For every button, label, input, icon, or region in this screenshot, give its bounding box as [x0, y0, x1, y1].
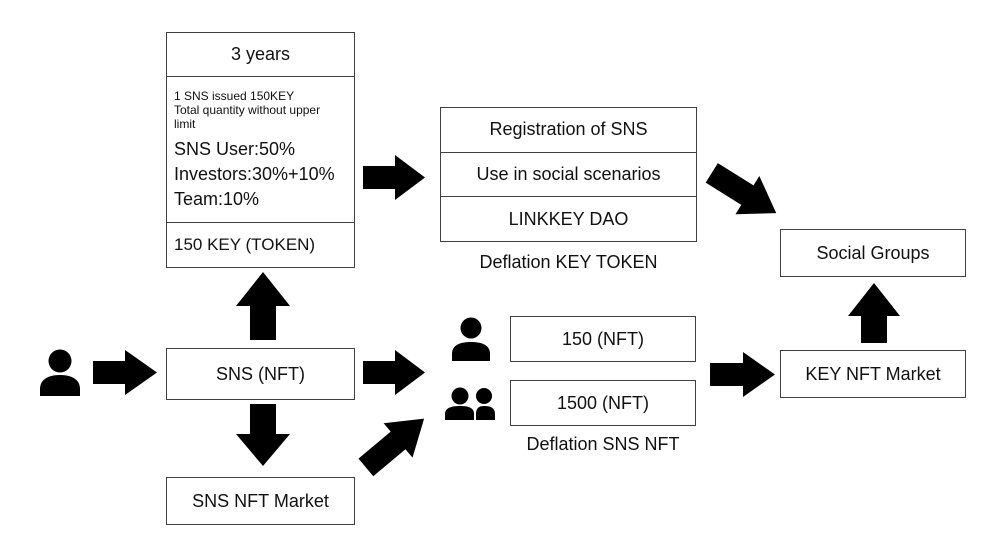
arrow-sns-nft-to-token-box: [236, 272, 290, 340]
social-groups-box: Social Groups: [780, 229, 966, 277]
key-token-caption: Deflation KEY TOKEN: [479, 252, 658, 272]
user-icon: [40, 349, 80, 396]
arrow-sns-nft-to-market: [236, 404, 290, 466]
arrow-uses-to-social-groups: [705, 163, 777, 215]
arrow-user-to-sns-nft: [93, 350, 157, 395]
nft-tier-1500-box: 1500 (NFT): [510, 380, 696, 426]
arrow-market-to-tiers: [358, 418, 425, 477]
key-nft-market-box: KEY NFT Market: [780, 350, 966, 398]
user-group-icon: [445, 387, 495, 420]
user-icon: [452, 317, 490, 361]
token-details: 1 SNS issued 150KEY Total quantity witho…: [167, 77, 354, 223]
arrow-key-nft-market-to-social-groups: [848, 283, 900, 343]
token-period-header: 3 years: [167, 33, 354, 77]
use-registration: Registration of SNS: [441, 108, 696, 153]
use-linkkey-dao: LINKKEY DAO: [508, 208, 629, 229]
arrow-token-box-to-uses: [363, 155, 425, 200]
token-amount: 150 KEY (TOKEN): [174, 235, 316, 254]
allocation-list: SNS User:50% Investors:30%+10% Team:10%: [174, 137, 348, 212]
issuance-note: 1 SNS issued 150KEY: [174, 89, 295, 103]
use-social-scenarios: Use in social scenarios: [441, 153, 696, 198]
sns-nft-box: SNS (NFT): [166, 348, 355, 400]
nft-tier-150-box: 150 (NFT): [510, 316, 696, 362]
sns-nft-market-box: SNS NFT Market: [166, 477, 355, 525]
key-token-uses-box: Registration of SNS Use in social scenar…: [440, 107, 697, 242]
allocation-item: Investors:30%+10%: [174, 164, 335, 184]
allocation-item: SNS User:50%: [174, 139, 296, 159]
arrow-sns-nft-to-tiers: [363, 350, 425, 395]
sns-nft-caption: Deflation SNS NFT: [526, 434, 680, 454]
supply-note: Total quantity without upper limit: [174, 103, 321, 131]
token-allocation-box: 3 years 1 SNS issued 150KEY Total quanti…: [166, 32, 355, 268]
allocation-item: Team:10%: [174, 189, 260, 209]
arrow-tiers-to-key-nft-market: [710, 352, 775, 397]
